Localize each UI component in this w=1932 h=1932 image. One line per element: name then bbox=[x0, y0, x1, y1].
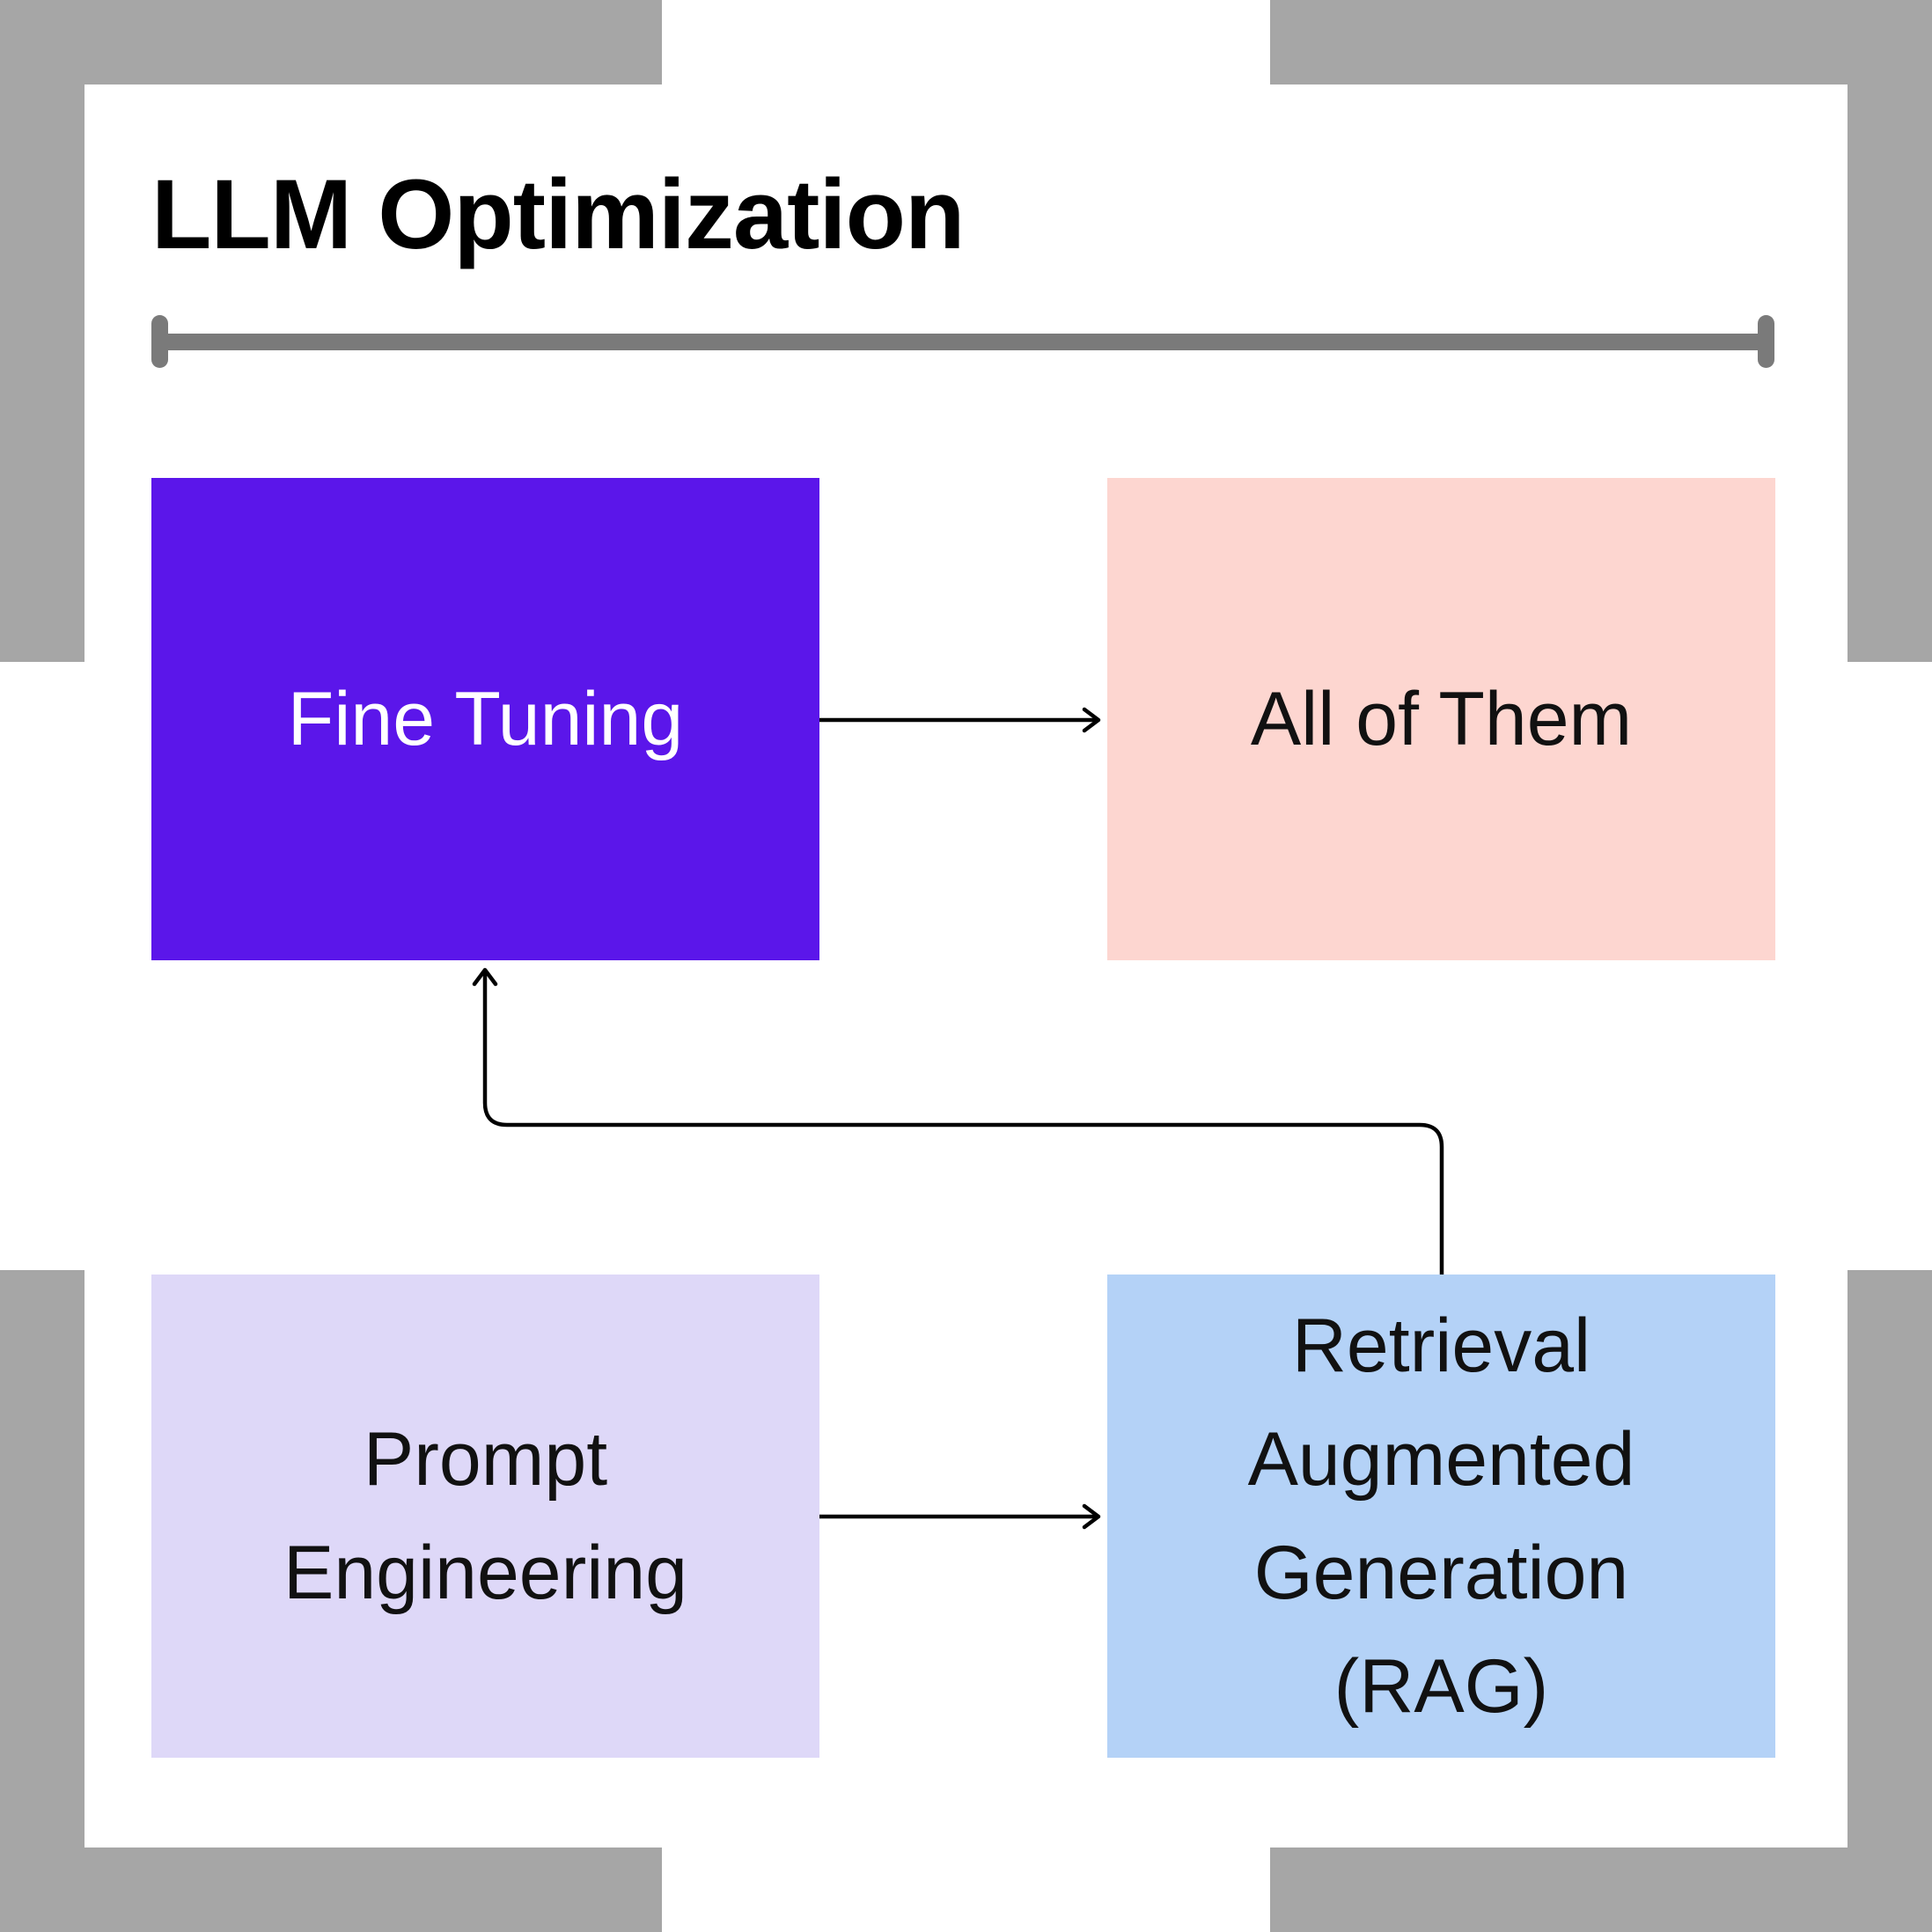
node-all-of-them-label: All of Them bbox=[1250, 676, 1633, 761]
timeline-line bbox=[158, 334, 1767, 350]
node-fine-tuning: Fine Tuning bbox=[151, 478, 819, 960]
timeline-left-cap bbox=[151, 315, 168, 368]
node-rag-label: Retrieval Augmented Generation (RAG) bbox=[1247, 1303, 1635, 1729]
timeline-right-cap bbox=[1758, 315, 1774, 368]
node-prompt-engineering-label: Prompt Engineering bbox=[283, 1416, 688, 1615]
node-all-of-them: All of Them bbox=[1107, 478, 1775, 960]
page-title: LLM Optimization bbox=[151, 159, 965, 269]
node-prompt-engineering: Prompt Engineering bbox=[151, 1275, 819, 1758]
node-fine-tuning-label: Fine Tuning bbox=[287, 676, 684, 761]
node-rag: Retrieval Augmented Generation (RAG) bbox=[1107, 1275, 1775, 1758]
